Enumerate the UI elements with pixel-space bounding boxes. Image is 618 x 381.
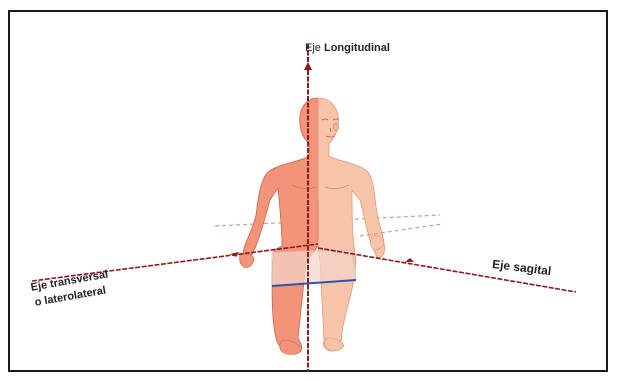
longitudinal-axis-label: Eje Longitudinal — [305, 43, 390, 54]
ear — [334, 123, 339, 131]
longitudinal-axis-label-prefix: Eje — [305, 42, 321, 54]
left-hand — [240, 254, 254, 268]
human-figure — [240, 98, 385, 354]
body-left-half — [243, 98, 318, 353]
longitudinal-axis-label-word: Longitudinal — [324, 42, 390, 54]
body-right-half — [318, 98, 385, 351]
